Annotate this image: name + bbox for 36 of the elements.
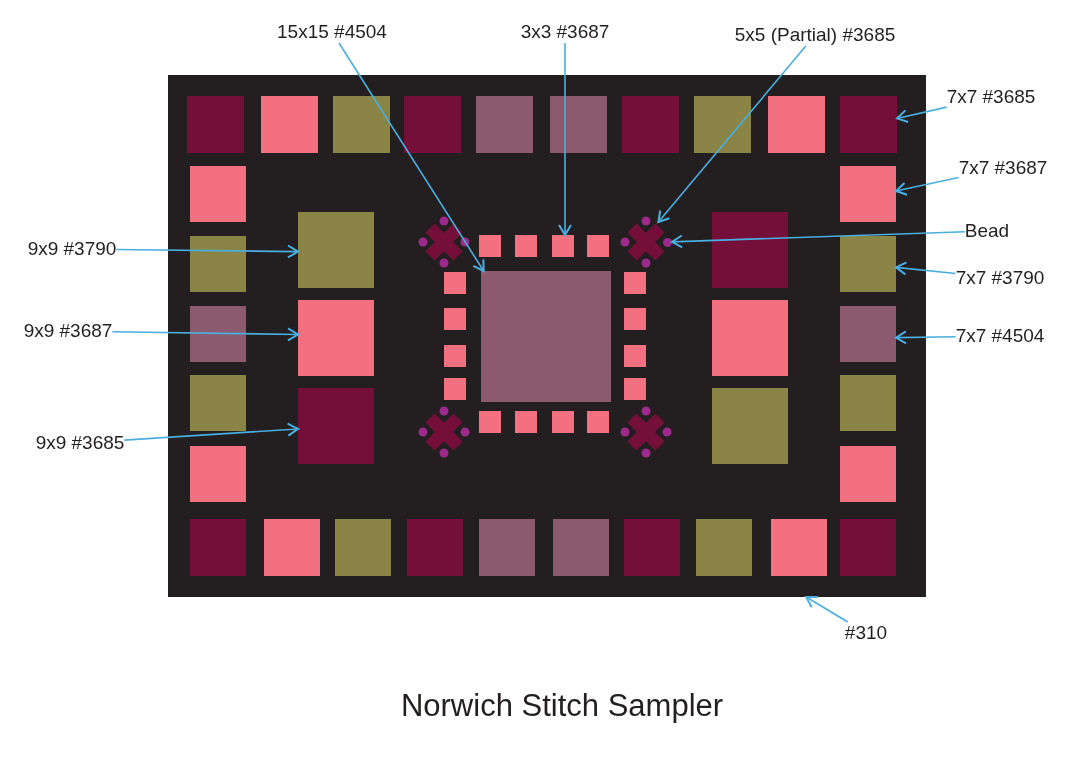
stitch-square (552, 235, 574, 257)
stitch-square (298, 212, 374, 288)
callout-label: 9x9 #3687 (23, 320, 113, 342)
callout-label: 7x7 #3790 (955, 267, 1045, 289)
callout-label: 7x7 #4504 (955, 325, 1045, 347)
leader-line (895, 176, 960, 196)
callout-label: 5x5 (Partial) #3685 (734, 24, 896, 46)
callout-label: Bead (964, 220, 1010, 242)
callout-label: 15x15 #4504 (277, 21, 387, 43)
diagram-title: Norwich Stitch Sampler (400, 688, 724, 724)
leader-line (896, 106, 948, 124)
stitch-square (298, 388, 374, 464)
bead (663, 237, 672, 247)
callout-label: 9x9 #3685 (35, 432, 125, 454)
callout-label: 9x9 #3790 (27, 238, 117, 260)
stitch-square (840, 306, 896, 362)
leader-line (805, 596, 849, 623)
leader-line (657, 45, 807, 223)
leader-line (895, 330, 957, 345)
stitch-square (840, 96, 897, 153)
callout-label: 7x7 #3687 (958, 157, 1048, 179)
cross-stitch-motif (626, 222, 666, 262)
stitch-square (481, 271, 611, 402)
leader-line (558, 42, 572, 236)
callout-label: 3x3 #3687 (520, 21, 610, 43)
leader-line (671, 230, 966, 249)
stitch-square (298, 300, 374, 376)
leader-line (111, 327, 299, 342)
leader-line (338, 42, 485, 272)
stitch-square (840, 236, 896, 292)
leader-line (895, 261, 957, 276)
leader-line (123, 422, 299, 441)
stitch-square (840, 166, 896, 222)
callout-label: 7x7 #3685 (946, 86, 1036, 108)
leader-line (115, 244, 299, 259)
callout-label: #310 (844, 622, 888, 644)
